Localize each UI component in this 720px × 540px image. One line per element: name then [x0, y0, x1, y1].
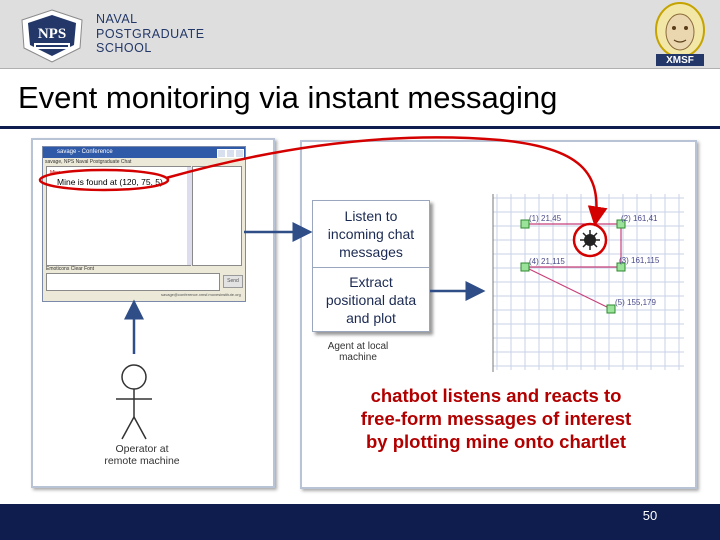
xmsf-logo: XMSF — [655, 2, 705, 66]
chat-status: savage@conference.xmsf.movesinstitute.or… — [161, 292, 241, 297]
waypoint-marker-4 — [520, 262, 530, 272]
chartlet-grid — [493, 194, 684, 370]
caption-line-2: free-form messages of interest — [360, 408, 632, 429]
mine-icon — [572, 222, 608, 258]
listen-step-line-3: messages — [339, 244, 403, 260]
chat-participant-list — [192, 166, 242, 266]
footer-bar — [0, 504, 720, 540]
operator-label: Operator at remote machine — [92, 443, 192, 467]
chat-message: Mine is found at (120, 75, 5) — [57, 177, 163, 187]
process-box: Listen to incoming chat messages Extract… — [312, 200, 430, 332]
agent-label-line-2: machine — [339, 352, 377, 363]
agent-label: Agent at local machine — [318, 341, 398, 363]
chat-window-title: savage - Conference — [57, 149, 113, 155]
chat-log-scrollbar[interactable] — [187, 167, 192, 265]
caption-line-3: by plotting mine onto chartlet — [365, 431, 627, 452]
extract-step-line-2: positional data — [325, 292, 417, 308]
close-button[interactable] — [235, 149, 244, 158]
caption-line-1: chatbot listens and reacts to — [370, 385, 622, 406]
route-leg-to-point-5 — [524, 266, 612, 310]
title-rule — [0, 126, 720, 129]
patrol-route-line — [525, 223, 622, 268]
extract-step-line-1: Extract — [349, 274, 393, 290]
operator-figure-icon — [116, 364, 152, 440]
school-name: NAVAL POSTGRADUATE SCHOOL — [96, 12, 205, 55]
operator-label-line-1: Operator at — [115, 443, 169, 455]
waypoint-marker-2 — [616, 219, 626, 229]
maximize-button[interactable] — [226, 149, 235, 158]
waypoint-label-3: (3) 161,115 — [619, 256, 660, 265]
message-highlight — [38, 168, 170, 192]
extract-step-line-3: and plot — [346, 310, 396, 326]
nps-seal-text: NPS — [38, 26, 66, 42]
waypoint-label-5: (5) 155,179 — [615, 298, 656, 307]
agent-label-line-1: Agent at local — [327, 341, 389, 352]
waypoint-label-1: (1) 21,45 — [529, 214, 562, 223]
chat-message-input[interactable] — [46, 273, 220, 291]
message-to-mine-connector — [165, 136, 608, 227]
caption: chatbot listens and reacts to free-form … — [306, 384, 686, 453]
chat-titlebar: savage - Conference — [43, 147, 245, 158]
waypoint-label-2: (2) 161,41 — [621, 214, 658, 223]
waypoint-marker-1 — [520, 219, 530, 229]
waypoint-marker-3 — [616, 262, 626, 272]
waypoint-label-4: (4) 21,115 — [529, 257, 565, 266]
listen-step-line-1: Listen to — [344, 208, 398, 224]
minimize-button[interactable] — [217, 149, 226, 158]
operator-label-line-2: remote machine — [104, 455, 180, 467]
chat-subtitle: savage, NPS Naval Postgraduate Chat — [45, 159, 132, 165]
slide-title: Event monitoring via instant messaging — [18, 80, 558, 115]
xmsf-text: XMSF — [666, 55, 694, 66]
page-number: 50 — [642, 508, 658, 523]
listen-step-line-2: incoming chat — [327, 226, 415, 242]
chat-toolbar[interactable]: Emoticons Clear Font — [46, 266, 95, 272]
nps-seal-logo: NPS — [21, 9, 83, 63]
send-button[interactable]: Send — [223, 275, 243, 288]
process-divider — [313, 267, 429, 268]
waypoint-marker-5 — [606, 304, 616, 314]
header-bar — [0, 0, 720, 69]
